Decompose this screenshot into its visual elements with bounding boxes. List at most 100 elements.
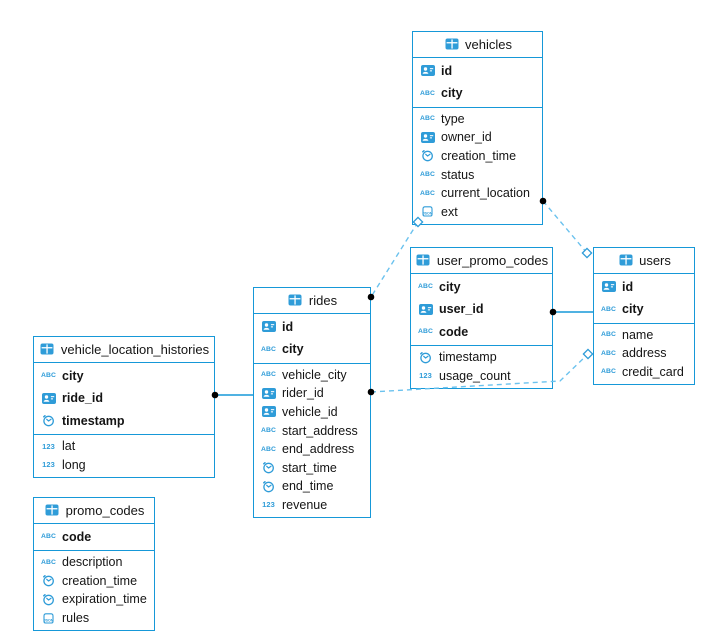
- field-row[interactable]: start_time: [254, 458, 370, 477]
- id-badge-icon: [260, 406, 277, 418]
- text-abc-icon: ABC: [600, 305, 617, 313]
- field-row[interactable]: id: [413, 60, 542, 83]
- table-icon: [39, 343, 56, 355]
- field-name: expiration_time: [62, 592, 147, 607]
- table-title: vehicle_location_histories: [60, 341, 210, 357]
- text-abc-icon: ABC: [600, 368, 617, 376]
- svg-text:JSON: JSON: [423, 212, 433, 216]
- field-row[interactable]: 123 revenue: [254, 496, 370, 515]
- field-name: id: [282, 319, 294, 334]
- field-row[interactable]: owner_id: [413, 128, 542, 147]
- id-badge-icon: [419, 131, 436, 143]
- clock-icon: [40, 414, 57, 427]
- clock-icon: [417, 351, 434, 364]
- field-row[interactable]: expiration_time: [34, 590, 154, 609]
- field-row[interactable]: ride_id: [34, 387, 214, 410]
- field-row[interactable]: timestamp: [34, 410, 214, 433]
- table-header[interactable]: vehicles: [413, 32, 542, 58]
- number-123-icon: 123: [42, 441, 55, 451]
- field-name: code: [439, 324, 469, 339]
- field-name: owner_id: [441, 130, 492, 145]
- table-header[interactable]: rides: [254, 288, 370, 314]
- field-name: rider_id: [282, 386, 324, 401]
- clock-icon: [260, 480, 277, 493]
- field-name: end_address: [282, 442, 355, 457]
- relationship-line-vehicles-rides[interactable]: [370, 221, 419, 298]
- field-row[interactable]: ABC city: [594, 298, 694, 321]
- text-abc-icon: ABC: [260, 427, 277, 435]
- text-abc-icon: ABC: [40, 533, 57, 541]
- number-123-icon: 123: [262, 500, 275, 510]
- text-abc-icon: ABC: [419, 115, 436, 123]
- field-row[interactable]: timestamp: [411, 348, 552, 367]
- id-badge-icon: [417, 303, 434, 315]
- relationship-line-rides-users[interactable]: [370, 353, 589, 393]
- clock-icon: [40, 593, 57, 606]
- field-row[interactable]: rider_id: [254, 384, 370, 403]
- field-name: revenue: [282, 497, 328, 512]
- field-row[interactable]: ABC city: [411, 276, 552, 299]
- table-header[interactable]: user_promo_codes: [411, 248, 552, 274]
- table-header[interactable]: users: [594, 248, 694, 274]
- svg-text:JSON: JSON: [44, 618, 54, 622]
- field-row[interactable]: creation_time: [34, 572, 154, 591]
- field-row[interactable]: id: [254, 316, 370, 339]
- field-name: timestamp: [62, 413, 125, 428]
- field-name: address: [622, 346, 667, 361]
- field-name: name: [622, 327, 654, 342]
- field-name: creation_time: [62, 573, 138, 588]
- table-header[interactable]: vehicle_location_histories: [34, 337, 214, 363]
- relationship-line-vehicles-users[interactable]: [542, 200, 588, 254]
- field-name: city: [622, 302, 644, 317]
- text-abc-icon: ABC: [417, 328, 434, 336]
- text-abc-icon: ABC: [417, 283, 434, 291]
- field-name: city: [439, 279, 461, 294]
- field-row[interactable]: id: [594, 276, 694, 299]
- id-badge-icon: [260, 387, 277, 399]
- clock-icon: [419, 149, 436, 162]
- text-abc-icon: ABC: [419, 189, 436, 197]
- table-title: rides: [308, 292, 338, 308]
- clock-icon: [40, 574, 57, 587]
- table-header[interactable]: promo_codes: [34, 498, 154, 524]
- field-row[interactable]: ABC code: [411, 321, 552, 344]
- id-badge-icon: [419, 65, 436, 77]
- field-row[interactable]: end_time: [254, 477, 370, 496]
- field-row[interactable]: user_id: [411, 298, 552, 321]
- field-row[interactable]: vehicle_id: [254, 403, 370, 422]
- text-abc-icon: ABC: [260, 371, 277, 379]
- field-name: city: [62, 368, 84, 383]
- field-row[interactable]: creation_time: [413, 147, 542, 166]
- field-name: end_time: [282, 479, 334, 494]
